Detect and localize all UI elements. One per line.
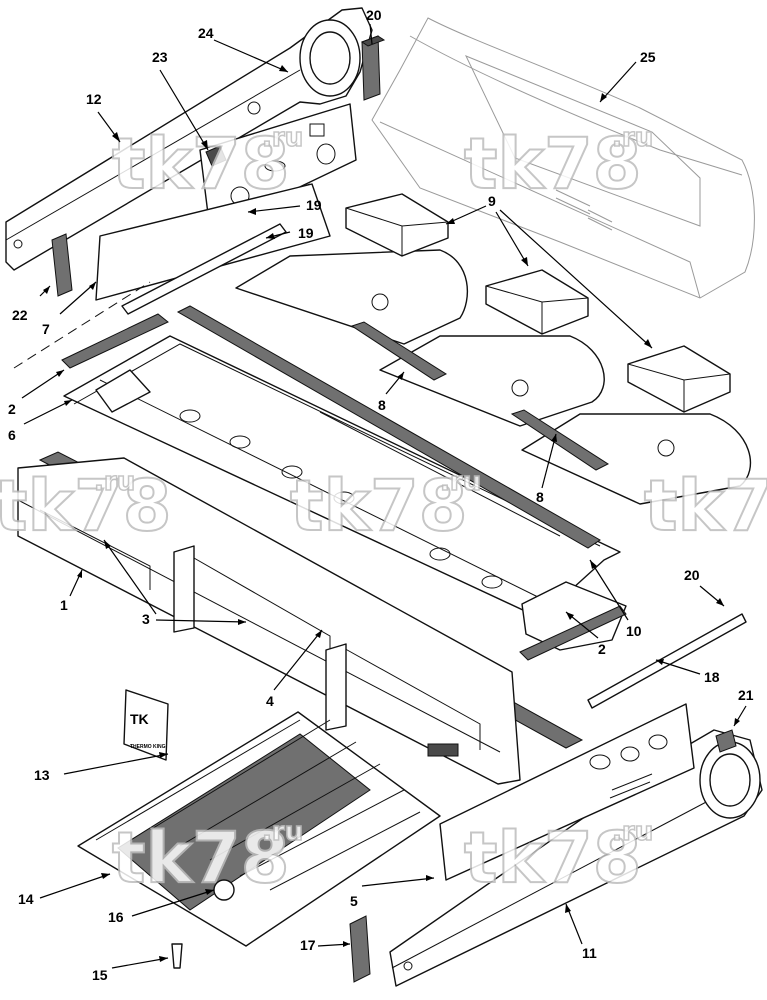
axis-line (13, 281, 151, 369)
svg-text:.ru: .ru (262, 123, 303, 153)
plate-pad-lower (510, 409, 610, 471)
middle-tray (63, 335, 621, 619)
callout-18: 18 (704, 669, 720, 685)
svg-text:tk78: tk78 (112, 817, 289, 899)
callout-5: 6 (8, 427, 16, 443)
bottom-frame (17, 457, 521, 785)
svg-text:tk78: tk78 (644, 465, 767, 547)
callout-7: 7 (42, 321, 50, 337)
tray-pad-rear (176, 305, 601, 549)
foam-blocks (345, 193, 731, 413)
lower-strip (519, 605, 627, 661)
svg-text:tk78: tk78 (464, 123, 641, 205)
svg-text:tk78: tk78 (0, 465, 171, 547)
svg-text:tk78: tk78 (290, 465, 467, 547)
callout-20-lower: 21 (738, 687, 754, 703)
callout-10: 10 (626, 623, 642, 639)
callout-11: 11 (582, 945, 597, 961)
brand-logo: TK THERMO KING (123, 689, 169, 761)
rail-end-pad-bottom (349, 915, 371, 983)
upper-strip (61, 313, 169, 369)
evaporator-plates (235, 249, 752, 505)
callout-19-lower: 20 (684, 567, 700, 583)
svg-text:.ru: .ru (612, 817, 653, 847)
callout-23: 23 (152, 49, 168, 65)
callout-6: 5 (350, 893, 358, 909)
svg-text:THERMO KING: THERMO KING (130, 744, 166, 750)
callout-20-top: 20 (366, 7, 382, 23)
rail-end-pad-left (51, 233, 73, 297)
callout-13: 13 (34, 767, 50, 783)
callout-labels: 12 23 24 20 25 19 19 22 7 2 6 9 8 8 10 2… (8, 7, 754, 983)
lower-rod (587, 613, 747, 709)
floor-grille (77, 711, 441, 947)
callout-14: 14 (18, 891, 34, 907)
callout-12: 12 (86, 91, 102, 107)
callout-2-top: 2 (8, 401, 16, 417)
rail-end-pad-upper (361, 35, 381, 101)
callout-17: 19 (298, 225, 314, 241)
callout-24: 24 (198, 25, 214, 41)
svg-text:.ru: .ru (440, 467, 481, 497)
callout-8-lower: 8 (536, 489, 544, 505)
top-cover-ghost (371, 17, 755, 299)
svg-text:TK: TK (130, 711, 149, 727)
callout-8-top: 8 (378, 397, 386, 413)
rail-end-pad-lower (715, 729, 737, 753)
rail-clip (205, 145, 227, 167)
callout-16: 16 (108, 909, 124, 925)
callout-2-lower: 2 (598, 641, 606, 657)
svg-text:.ru: .ru (262, 817, 303, 847)
callout-22: 17 (300, 937, 316, 953)
callout-4: 4 (266, 693, 274, 709)
svg-text:tk78: tk78 (464, 817, 641, 899)
svg-text:.ru: .ru (94, 467, 135, 497)
callout-19-top: 19 (306, 197, 322, 213)
callout-15: 15 (92, 967, 108, 983)
leader-lines (21, 23, 747, 969)
watermarks: tk78 .ru tk78 .ru tk78 .ru tk78 .ru tk78… (0, 122, 767, 900)
callout-1: 1 (60, 597, 68, 613)
callout-25: 25 (640, 49, 656, 65)
svg-text:tk78: tk78 (112, 123, 289, 205)
callout-9: 9 (488, 193, 496, 209)
plate-pad-upper (350, 321, 448, 381)
callout-3: 3 (142, 611, 150, 627)
tray-end-bracket (521, 581, 627, 651)
callout-21: 22 (12, 307, 28, 323)
svg-text:.ru: .ru (612, 123, 653, 153)
screw (171, 943, 183, 969)
left-panel-plate (95, 183, 331, 301)
upper-side-rail (5, 7, 373, 271)
rail-end-pad-upper-top (360, 35, 386, 47)
upper-rod (121, 223, 287, 315)
lower-side-rail (389, 703, 763, 987)
